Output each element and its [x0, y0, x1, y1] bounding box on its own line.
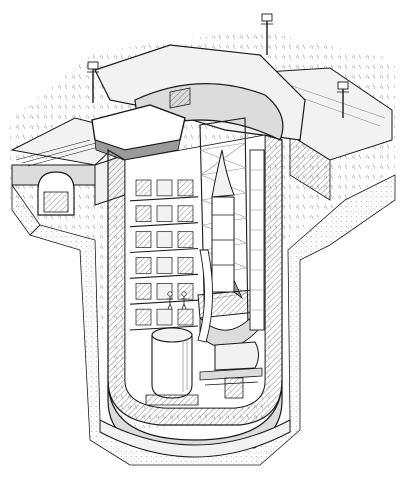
crew-figures: [167, 291, 187, 310]
equipment-rack-3-1: [135, 231, 152, 248]
equipment-rack-5-3: [177, 282, 194, 300]
floor-deck-5: [129, 299, 199, 305]
mast-head-2: [261, 13, 273, 22]
gas-cylinders: [224, 377, 244, 399]
equipment-rack-4-1: [135, 257, 152, 274]
equipment-rack-5-1: [135, 282, 152, 300]
tank-shading: [182, 338, 188, 392]
tank-body: [151, 334, 193, 399]
tank-base-frame: [145, 394, 199, 406]
portal-machinery: [43, 191, 69, 213]
equipment-levels: [129, 179, 199, 331]
equipment-rack-1-1: [135, 179, 152, 197]
tank-top-cap: [151, 327, 193, 343]
elevator-column: [249, 149, 265, 331]
equipment-rack-3-3: [177, 231, 194, 248]
headworks-vent: [169, 87, 191, 109]
missile-stage-rings: [212, 214, 234, 266]
equipment-rack-3-2: [156, 231, 173, 248]
crew-body-1: [167, 296, 173, 310]
fuel-tank: [145, 327, 199, 406]
equipment-rack-4-3: [177, 257, 194, 274]
elevator-shaft: [249, 149, 265, 331]
missile-nose-cone: [211, 149, 235, 198]
equipment-rack-6-2: [156, 308, 173, 326]
floor-deck-6: [129, 325, 199, 331]
equipment-rack-2-3: [177, 205, 194, 223]
pump-housing: [214, 341, 259, 371]
curved-duct: [197, 249, 213, 343]
equipment-rack-6-1: [135, 308, 152, 326]
equipment-rack-4-2: [156, 257, 173, 274]
missile-body: [211, 196, 235, 293]
mast-head-1: [87, 61, 99, 70]
foundation-slab: [99, 419, 291, 458]
crew-head-1: [167, 291, 173, 297]
elevator-rungs: [250, 169, 264, 311]
headworks-structure: [91, 44, 306, 161]
mast-head-3: [337, 81, 349, 90]
equipment-rack-1-3: [177, 179, 194, 197]
crew-head-2: [181, 291, 187, 297]
lower-machinery: [197, 249, 263, 399]
tunnel-rails: [15, 139, 103, 167]
floor-deck-4: [129, 273, 199, 279]
ramp-edge: [289, 134, 331, 201]
floor-deck-3: [129, 247, 199, 254]
floor-deck-2: [129, 222, 199, 228]
crew-body-2: [181, 296, 187, 310]
equipment-rack-2-2: [156, 205, 173, 223]
equipment-rack-1-2: [156, 179, 173, 197]
equipment-rack-6-3: [177, 308, 194, 326]
floor-deck-1: [129, 196, 199, 202]
equipment-rack-2-1: [135, 205, 152, 223]
soil-wall-left: [11, 183, 41, 236]
antenna-masts: [87, 13, 349, 118]
